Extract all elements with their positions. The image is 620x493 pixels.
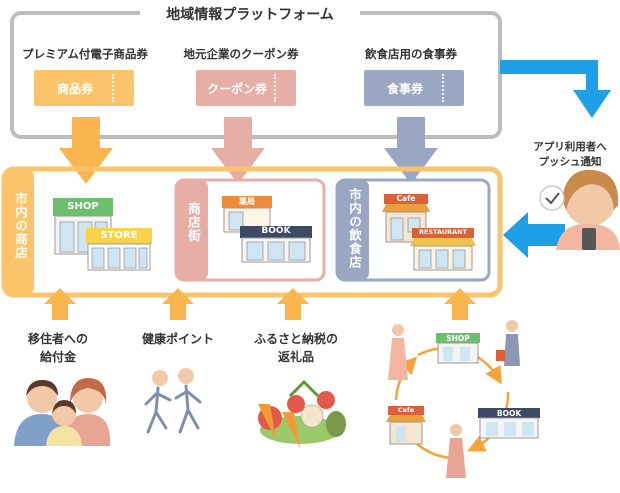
push-arrow-in bbox=[503, 212, 565, 258]
down-arrow-voucher-1 bbox=[59, 117, 113, 184]
voucher-label-premium: 商品券 bbox=[56, 81, 93, 96]
up-arrow-2 bbox=[162, 288, 194, 320]
store-sign: STORE bbox=[100, 230, 138, 241]
voucher-ticket-meal: 食事券 bbox=[364, 70, 464, 106]
up-arrow-4 bbox=[444, 288, 476, 320]
down-arrow-voucher-2 bbox=[211, 117, 265, 184]
source-relocation-label: 移住者への 給付金 bbox=[8, 330, 108, 366]
push-label-line1: アプリ利用者へ bbox=[533, 141, 607, 153]
up-arrow-1 bbox=[44, 288, 76, 320]
cafe-sign: Cafe bbox=[396, 194, 416, 203]
source-health-label: 健康ポイント bbox=[126, 330, 230, 348]
push-arrow-out bbox=[500, 60, 611, 118]
voucher-heading-meal: 飲食店用の食事券 bbox=[365, 47, 457, 61]
phone-user-illustration bbox=[539, 169, 620, 250]
cycle-illustration bbox=[386, 320, 540, 478]
down-arrow-voucher-3 bbox=[384, 117, 438, 184]
voucher-label-meal: 食事券 bbox=[386, 81, 423, 96]
voucher-ticket-coupon: クーポン券 bbox=[196, 70, 296, 106]
restaurant-sign: RESTAURANT bbox=[418, 228, 468, 236]
voucher-label-coupon: クーポン券 bbox=[206, 81, 267, 96]
voucher-ticket-premium: 商品券 bbox=[34, 70, 134, 106]
runners-illustration bbox=[144, 368, 202, 434]
source-health-line1: 健康ポイント bbox=[141, 332, 214, 346]
store-building bbox=[86, 228, 152, 271]
source-furusato-line1: ふるさと納税の bbox=[253, 332, 338, 346]
restaurant-building bbox=[410, 228, 476, 271]
book-building bbox=[240, 226, 312, 263]
cycle-cafe-sign: Cafe bbox=[397, 406, 415, 414]
push-label-line2: プッシュ通知 bbox=[538, 156, 602, 168]
up-arrow-3 bbox=[277, 288, 309, 320]
city-shops-label: 市内の商店 bbox=[13, 192, 28, 260]
shop-sign: SHOP bbox=[67, 201, 99, 212]
shopping-street-label: 商店街 bbox=[186, 202, 201, 243]
source-relocation-line2: 給付金 bbox=[39, 350, 76, 364]
pharmacy-sign: 薬局 bbox=[239, 197, 255, 206]
city-restaurants-label: 市内の飲食店 bbox=[347, 188, 362, 269]
platform-title: 地域情報プラットフォーム bbox=[140, 4, 360, 24]
book-sign: BOOK bbox=[261, 226, 291, 236]
voucher-heading-coupon: 地元企業のクーポン券 bbox=[183, 47, 299, 61]
cycle-shop-sign: SHOP bbox=[446, 334, 470, 343]
source-relocation-line1: 移住者への bbox=[27, 332, 88, 346]
voucher-heading-premium: プレミアム付電子商品券 bbox=[22, 47, 148, 61]
family-illustration bbox=[14, 378, 111, 446]
cycle-book-sign: BOOK bbox=[496, 409, 522, 418]
vegetables-illustration bbox=[258, 379, 346, 448]
source-furusato-label: ふるさと納税の 返礼品 bbox=[242, 330, 350, 366]
source-furusato-line2: 返礼品 bbox=[277, 350, 314, 364]
push-notification-label: アプリ利用者へ プッシュ通知 bbox=[522, 140, 618, 170]
